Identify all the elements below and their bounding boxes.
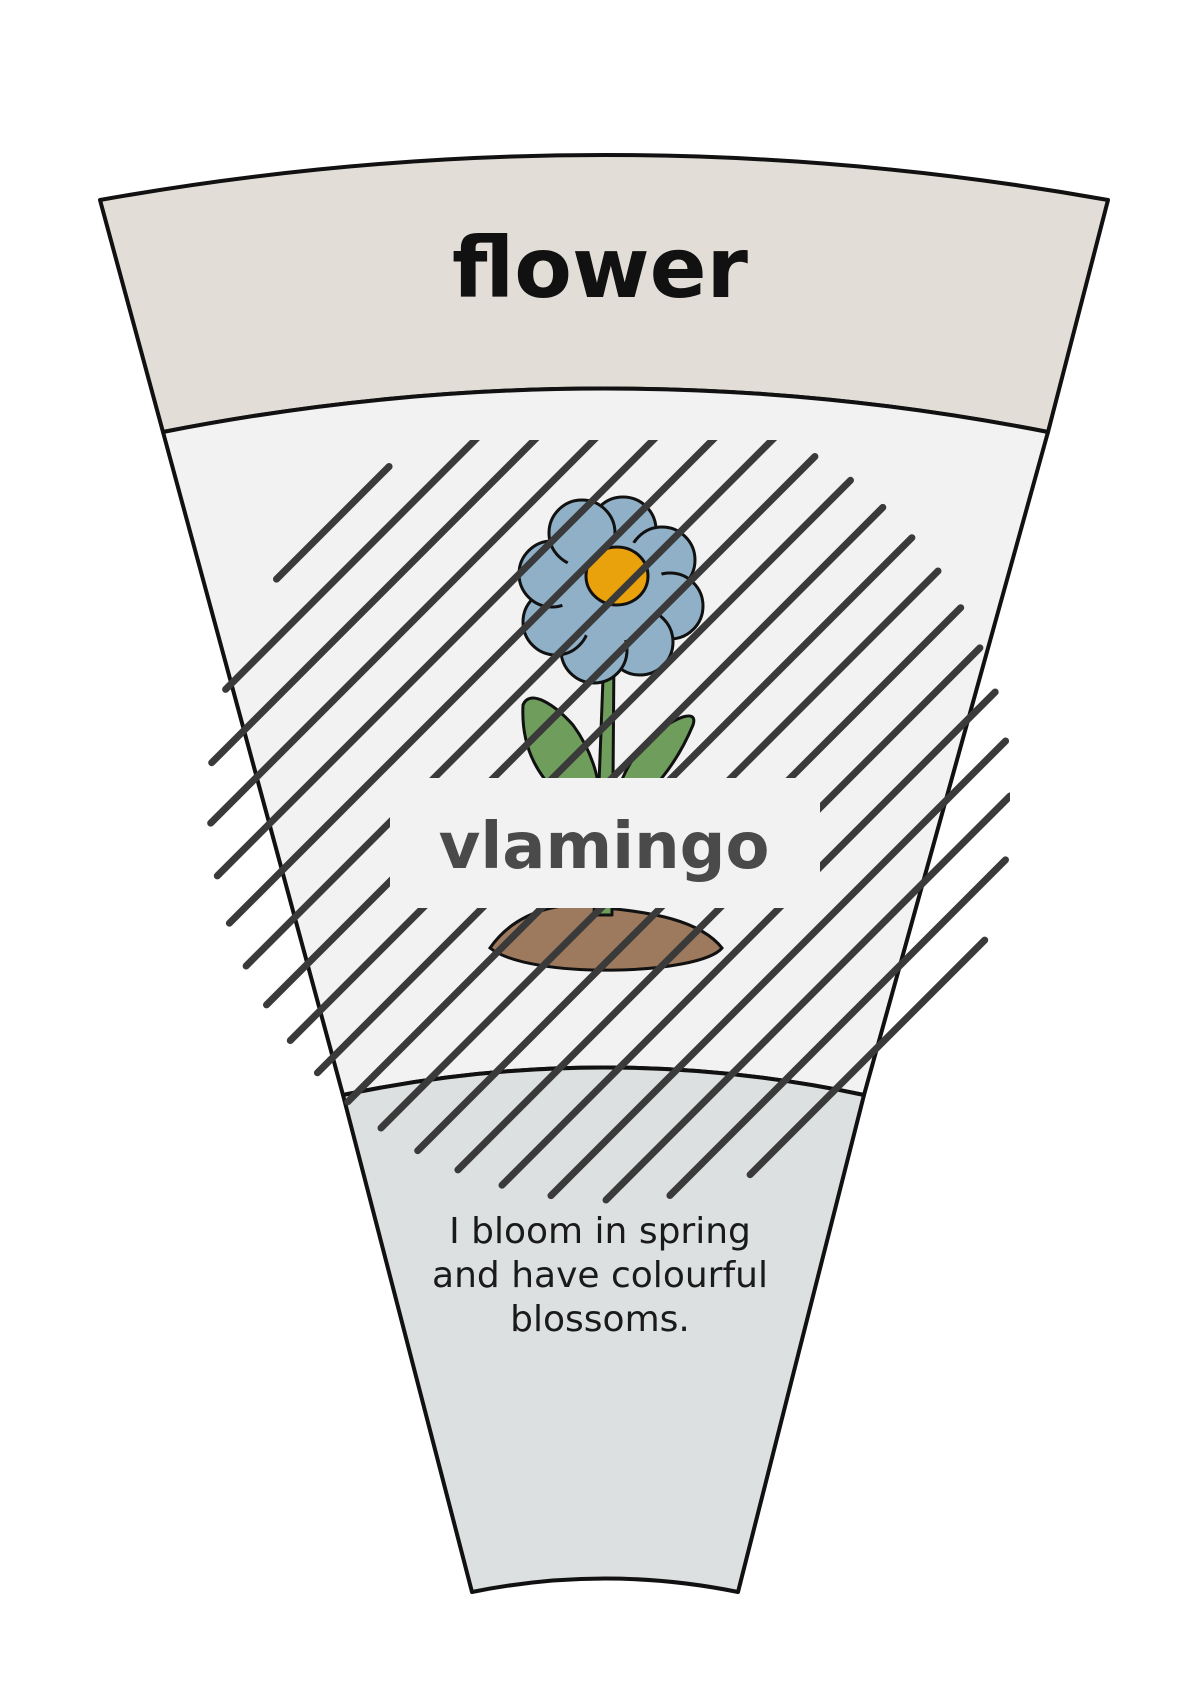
hatch-line — [602, 792, 1010, 1204]
card-title: flower — [452, 219, 749, 317]
card-description: I bloom in spring and have colourful blo… — [432, 1211, 768, 1340]
watermark-logo: vlamingo — [390, 778, 820, 908]
hatch-line — [666, 856, 1009, 1199]
hatch-line — [222, 440, 480, 693]
flower-center-icon — [584, 545, 650, 607]
watermark-text: vlamingo — [439, 810, 770, 884]
hatch-line — [547, 737, 1010, 1200]
hatch-line — [454, 644, 984, 1174]
hatch-line — [213, 440, 659, 880]
hatch-line — [263, 453, 819, 1009]
hatch-line — [286, 476, 854, 1044]
hatch-line — [207, 440, 599, 827]
hatch-line — [498, 688, 999, 1189]
hatch-line — [208, 440, 540, 767]
hatch-line — [225, 440, 718, 927]
hatch-line — [242, 440, 778, 970]
hatch-line — [746, 936, 989, 1179]
hatch-line — [273, 463, 393, 583]
